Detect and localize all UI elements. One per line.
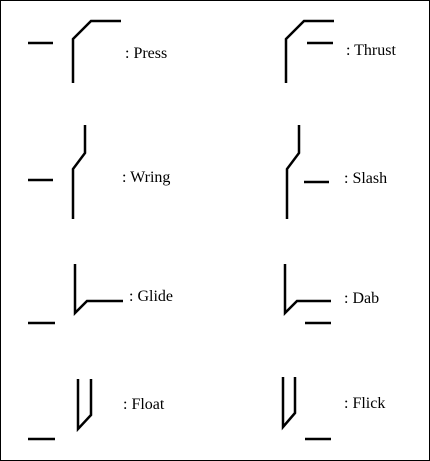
wring-symbol [28, 125, 87, 219]
glide-effort-shape [73, 264, 123, 317]
flick-effort-shape [281, 377, 297, 431]
slash-symbol [285, 125, 329, 219]
glide-label: : Glide [129, 288, 173, 305]
dab-label: : Dab [344, 290, 380, 307]
glide-symbol [28, 264, 123, 325]
float-effort-shape [76, 379, 93, 433]
thrust-effort-shape [284, 19, 334, 83]
slash-label: : Slash [344, 170, 388, 187]
press-label: : Press [125, 45, 168, 62]
thrust-symbol [284, 19, 334, 83]
float-label: : Float [123, 396, 165, 413]
wring-label: : Wring [122, 169, 171, 186]
press-symbol [28, 19, 121, 83]
thrust-label: : Thrust [346, 42, 396, 59]
dab-effort-shape [283, 264, 331, 317]
press-effort-shape [71, 19, 121, 83]
flick-symbol [281, 377, 331, 441]
dab-symbol [283, 264, 331, 325]
float-symbol [28, 379, 93, 441]
slash-effort-shape [285, 125, 301, 219]
wring-effort-shape [71, 125, 87, 219]
flick-label: : Flick [344, 395, 386, 412]
